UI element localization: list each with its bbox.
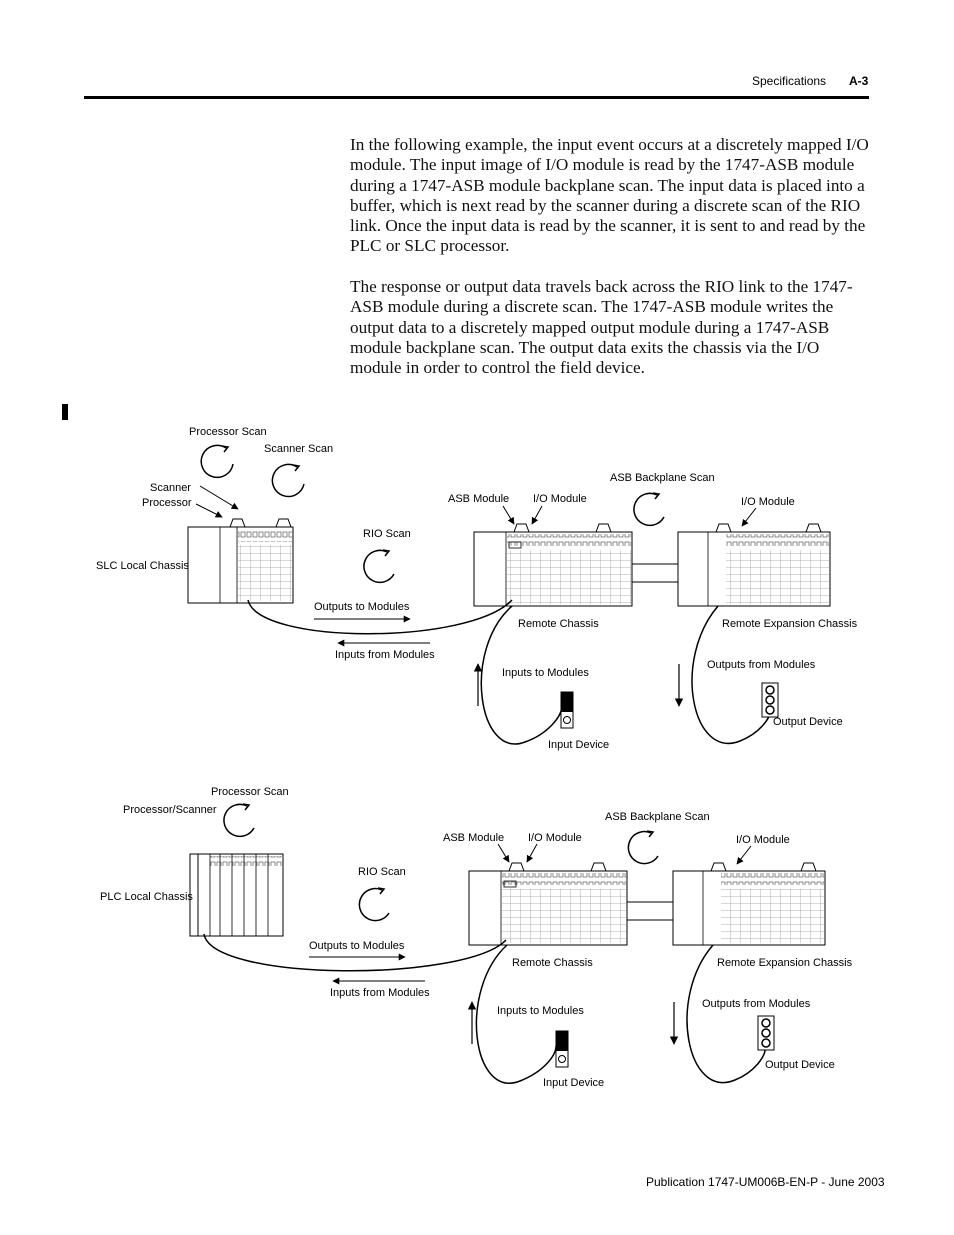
inputs-to-modules-label: Inputs to Modules [497, 1005, 584, 1017]
outputs-from-modules-label: Outputs from Modules [707, 659, 816, 671]
remote-expansion-chassis-2 [672, 862, 826, 946]
processor-scan-label: Processor Scan [189, 426, 267, 438]
remote-expansion-chassis-1 [677, 523, 831, 607]
asb-module-label: ASB Module [448, 493, 509, 505]
rio-scan-label: RIO Scan [363, 528, 411, 540]
processor-label: Processor [142, 497, 192, 509]
remote-chassis-1 [473, 523, 633, 607]
diagram-plc: Processor Scan Processor/Scanner PLC Loc… [100, 786, 853, 1089]
processor-scan-circle-icon [200, 444, 234, 479]
local-chassis-label: PLC Local Chassis [100, 891, 193, 903]
processor-scan-label: Processor Scan [211, 786, 289, 798]
local-chassis-label: SLC Local Chassis [96, 560, 189, 572]
asb-module-label: ASB Module [443, 832, 504, 844]
rio-scan-circle-icon [363, 549, 395, 584]
output-device-icon [757, 1015, 775, 1051]
asb-backplane-scan-label: ASB Backplane Scan [610, 472, 715, 484]
asb-backplane-scan-label: ASB Backplane Scan [605, 811, 710, 823]
remote-chassis-label: Remote Chassis [518, 618, 599, 630]
asb-backplane-scan-circle-icon [633, 492, 665, 527]
header-rule [84, 96, 869, 99]
outputs-from-modules-label: Outputs from Modules [702, 998, 811, 1010]
input-device-icon [560, 691, 574, 729]
paragraph-input-event: In the following example, the input even… [350, 135, 869, 256]
inputs-from-modules-label: Inputs from Modules [330, 987, 430, 999]
inputs-to-modules-label: Inputs to Modules [502, 667, 589, 679]
rio-scan-label: RIO Scan [358, 866, 406, 878]
scanner-scan-circle-icon [271, 463, 305, 498]
outputs-to-modules-label: Outputs to Modules [314, 601, 410, 613]
remote-chassis-label: Remote Chassis [512, 957, 593, 969]
running-header-section: Specifications [752, 74, 827, 88]
input-device-label: Input Device [543, 1077, 604, 1089]
plc-local-chassis [189, 853, 284, 937]
processor-scanner-label: Processor/Scanner [123, 804, 217, 816]
inputs-from-modules-label: Inputs from Modules [335, 649, 435, 661]
rio-scan-circle-icon [358, 887, 390, 922]
scanner-scan-label: Scanner Scan [264, 443, 333, 455]
input-device-icon [555, 1030, 569, 1068]
io-module-label: I/O Module [533, 493, 587, 505]
processor-scan-circle-icon [223, 803, 255, 838]
output-device-label: Output Device [773, 716, 843, 728]
output-device-label: Output Device [765, 1059, 835, 1071]
slc-local-chassis [187, 518, 294, 604]
asb-backplane-scan-circle-icon [627, 830, 659, 865]
change-bar [62, 404, 68, 420]
paragraph-output-data: The response or output data travels back… [350, 277, 853, 378]
remote-expansion-chassis-label: Remote Expansion Chassis [717, 957, 853, 969]
io-module-label: I/O Module [528, 832, 582, 844]
remote-expansion-chassis-label: Remote Expansion Chassis [722, 618, 858, 630]
remote-chassis-2 [468, 862, 628, 946]
output-device-icon [761, 682, 779, 718]
io-module-label: I/O Module [741, 496, 795, 508]
input-device-label: Input Device [548, 739, 609, 751]
publication-footer: Publication 1747-UM006B-EN-P - June 2003 [646, 1175, 885, 1189]
outputs-to-modules-label: Outputs to Modules [309, 940, 405, 952]
scanner-label: Scanner [150, 482, 191, 494]
page-number: A-3 [849, 74, 869, 88]
diagram-slc: Processor Scan Scanner Scan Scanner Proc… [96, 426, 858, 751]
io-module-label: I/O Module [736, 834, 790, 846]
